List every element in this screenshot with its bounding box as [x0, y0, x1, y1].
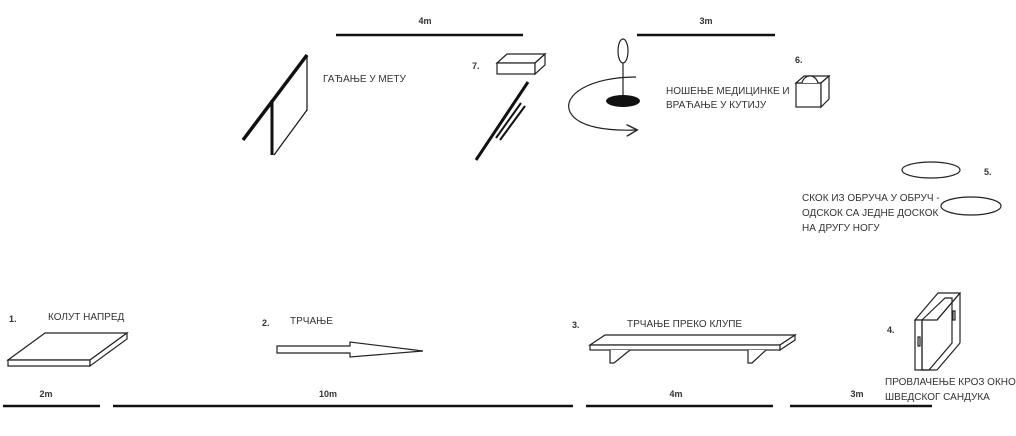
station-4-label-line-2: ШВЕДСКОГ САНДУКА [885, 392, 990, 403]
hoop-icon [940, 196, 1002, 216]
mat-icon [6, 331, 129, 368]
station-1-number: 1. [9, 314, 17, 324]
station-7-number: 7. [472, 61, 480, 71]
station-3-number: 3. [572, 320, 580, 330]
station-7-label: ГАЂАЊЕ У МЕТУ [323, 74, 407, 85]
station-5-label-line-3: НА ДРУГУ НОГУ [802, 223, 880, 234]
station-6-number: 6. [795, 55, 803, 65]
hoop-icon [901, 161, 961, 179]
run-arrow-icon [276, 341, 424, 358]
distance-label: 4m [418, 16, 431, 26]
bench-icon [588, 333, 797, 364]
distance-label: 3m [699, 16, 712, 26]
target-icon [241, 53, 309, 156]
station-4-number: 4. [887, 325, 895, 335]
distance-label: 4m [669, 389, 682, 399]
station-3-label: ТРЧАЊЕ ПРЕКО КЛУПЕ [627, 319, 742, 330]
pole-turn-icon [568, 38, 640, 130]
box-icon [794, 74, 831, 109]
station-2-label: ТРЧАЊЕ [290, 316, 333, 327]
station-4-label-line-1: ПРОВЛАЧЕЊЕ КРОЗ ОКНО [885, 377, 1016, 388]
throw-line-icon [474, 81, 530, 161]
vaulting-box-frame-icon [913, 292, 962, 371]
station-6-label-line-1: НОШЕЊЕ МЕДИЦИНКЕ И [666, 86, 790, 97]
distance-label: 10m [319, 389, 337, 399]
station-5-label-line-2: ОДСКОК СА ЈЕДНЕ ДОСКОК [802, 208, 938, 219]
station-6-label-line-2: ВРАЋАЊЕ У КУТИЈУ [666, 100, 767, 111]
station-2-number: 2. [262, 318, 270, 328]
station-1-label: КОЛУТ НАПРЕД [48, 312, 124, 323]
station-5-label-line-1: СКОК ИЗ ОБРУЧА У ОБРУЧ - [802, 193, 940, 204]
distance-label: 3m [850, 389, 863, 399]
distance-label: 2m [39, 389, 52, 399]
ball-box-icon [495, 52, 547, 76]
station-5-number: 5. [984, 167, 992, 177]
